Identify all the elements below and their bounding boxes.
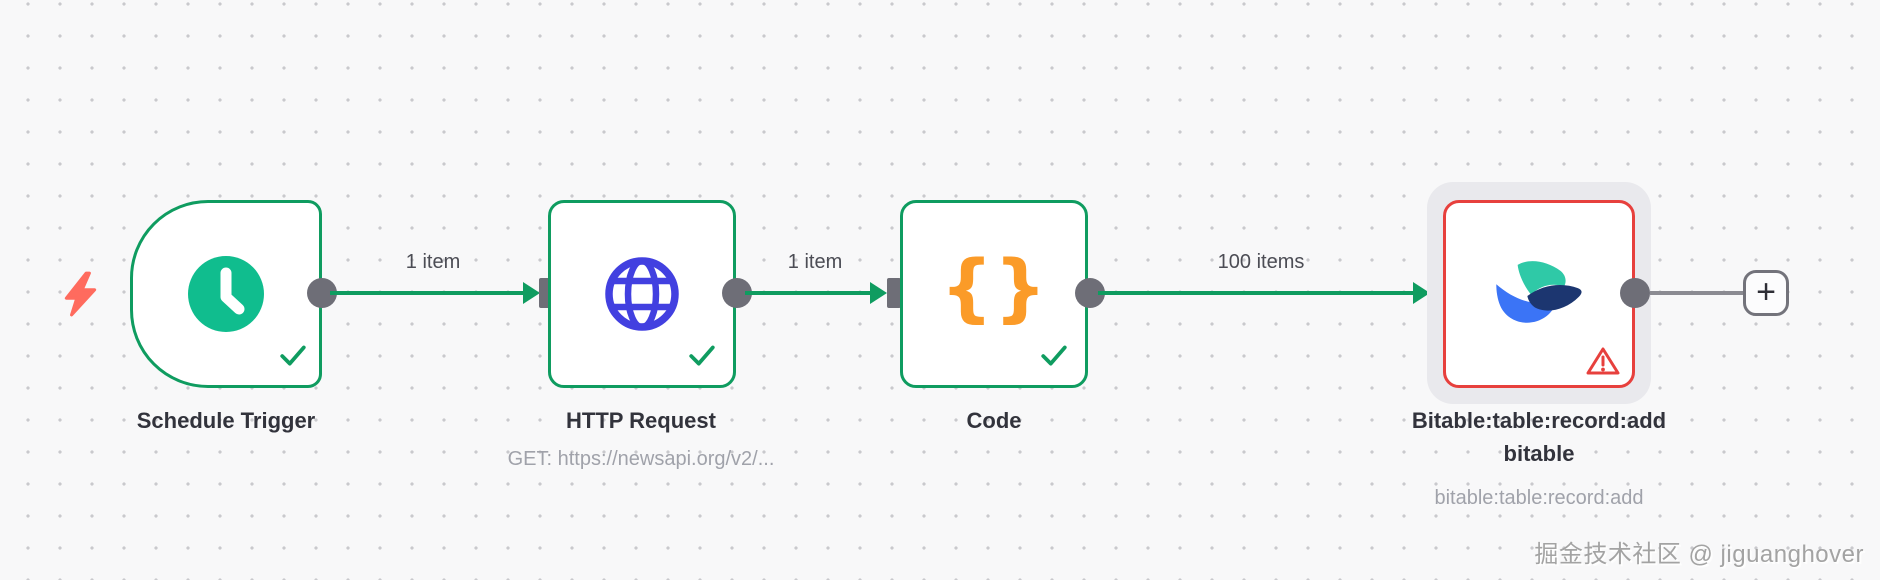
node-title: Bitable:table:record:add bitable — [1329, 404, 1749, 470]
add-node-button[interactable]: + — [1743, 270, 1789, 316]
connection-line[interactable] — [330, 291, 525, 295]
error-warning-icon — [1586, 347, 1620, 375]
connection-line[interactable] — [745, 291, 872, 295]
node-title-line1: Bitable:table:record:add — [1411, 408, 1667, 433]
watermark: 掘金技术社区 @ jiguanghover — [1534, 541, 1864, 568]
connection-line[interactable] — [1650, 291, 1745, 295]
connection-items-label: 1 item — [405, 251, 461, 273]
node-title: Code — [966, 408, 1022, 433]
trigger-pulse-icon — [64, 271, 97, 317]
node-title-line2: bitable — [1503, 441, 1575, 466]
bitable-icon — [1496, 261, 1582, 323]
output-connector[interactable] — [1620, 278, 1650, 308]
connection-items-label: 1 item — [787, 251, 843, 273]
globe-icon — [605, 257, 679, 331]
node-subtitle: bitable:table:record:add — [1434, 487, 1644, 509]
code-braces-icon: {} — [940, 245, 1048, 331]
clock-icon — [188, 256, 264, 332]
connection-arrow-icon — [523, 282, 540, 304]
connection-items-label: 100 items — [1217, 251, 1305, 273]
node-schedule-trigger[interactable] — [130, 200, 322, 388]
input-connector[interactable] — [887, 278, 901, 308]
connection-line[interactable] — [1098, 291, 1414, 295]
success-checkmark-icon — [689, 345, 715, 366]
node-title: Schedule Trigger — [136, 408, 316, 433]
node-subtitle: GET: https://newsapi.org/v2/... — [507, 448, 775, 470]
success-checkmark-icon — [1041, 345, 1067, 366]
connection-arrow-icon — [1413, 282, 1430, 304]
success-checkmark-icon — [280, 345, 306, 366]
node-title: HTTP Request — [566, 408, 716, 433]
connection-arrow-icon — [870, 282, 887, 304]
